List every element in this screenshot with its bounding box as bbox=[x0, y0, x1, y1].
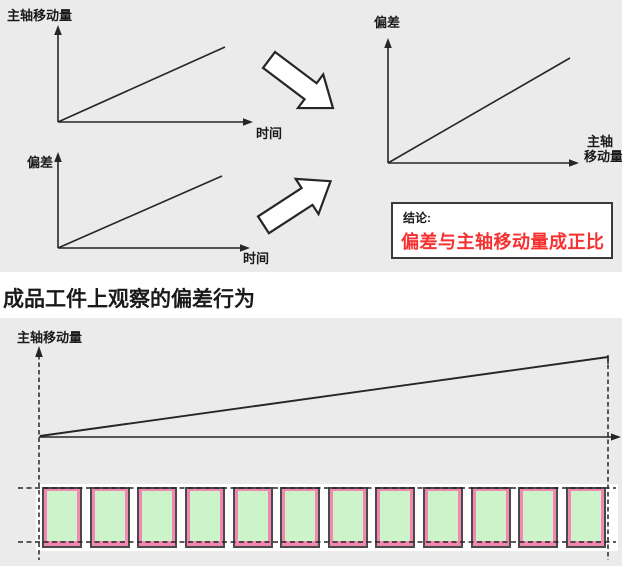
workpiece-core bbox=[570, 491, 601, 541]
workpiece-core bbox=[428, 491, 458, 541]
graph-c-y-label: 偏差 bbox=[374, 15, 401, 30]
workpiece-core bbox=[380, 491, 411, 541]
workpiece bbox=[327, 487, 368, 548]
workpiece-core bbox=[189, 491, 220, 541]
section-heading: 成品工件上观察的偏差行为 bbox=[3, 288, 255, 311]
graph-c-x-label: 主轴 移动量 bbox=[584, 134, 622, 164]
graph-b-x-label: 时间 bbox=[243, 251, 270, 266]
workpiece-core bbox=[285, 491, 316, 541]
workpiece bbox=[232, 487, 273, 548]
workpiece bbox=[470, 487, 511, 548]
workpiece-core bbox=[94, 491, 125, 541]
graph-a-y-label: 主轴移动量 bbox=[7, 8, 73, 23]
conclusion-box: 结论: 偏差与主轴移动量成正比 bbox=[391, 202, 613, 259]
workpiece-row bbox=[42, 487, 606, 548]
graph-a-x-label: 时间 bbox=[256, 126, 283, 141]
workpiece bbox=[184, 487, 225, 548]
workpiece-core bbox=[523, 491, 554, 541]
workpiece-core bbox=[47, 491, 77, 541]
workpiece bbox=[280, 487, 321, 548]
workpiece bbox=[565, 487, 606, 548]
graph-b-y-label: 偏差 bbox=[27, 155, 54, 170]
bottom-graph-y-label: 主轴移动量 bbox=[17, 330, 83, 345]
workpiece bbox=[89, 487, 130, 548]
graph-c-x-label-line2: 移动量 bbox=[584, 149, 622, 164]
heading-band bbox=[0, 272, 622, 318]
workpiece bbox=[375, 487, 416, 548]
workpiece bbox=[518, 487, 559, 548]
conclusion-statement: 偏差与主轴移动量成正比 bbox=[401, 232, 605, 252]
workpiece-core bbox=[332, 491, 363, 541]
workpiece-core bbox=[142, 491, 173, 541]
workpiece-core bbox=[237, 491, 268, 541]
workpiece-core bbox=[475, 491, 506, 541]
workpiece bbox=[137, 487, 178, 548]
workpiece bbox=[42, 487, 82, 548]
workpiece bbox=[423, 487, 463, 548]
graph-c-x-label-line1: 主轴 bbox=[587, 134, 614, 149]
conclusion-title: 结论: bbox=[403, 211, 431, 225]
